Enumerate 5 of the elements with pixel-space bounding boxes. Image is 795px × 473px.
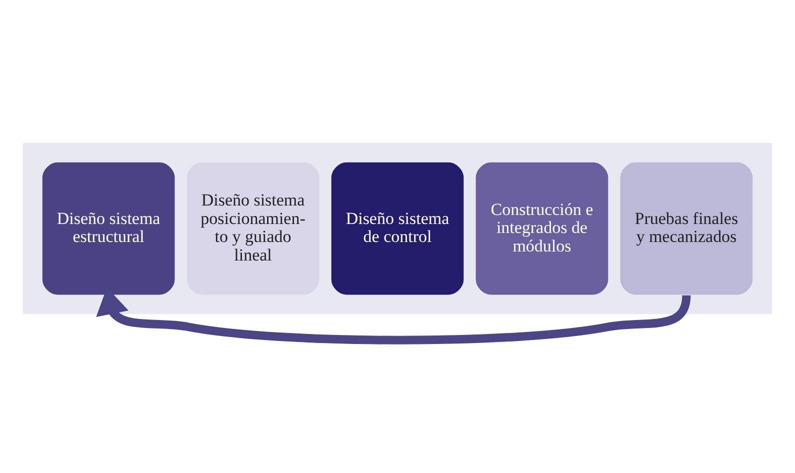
- node-box: Diseño sistema de control: [331, 162, 464, 294]
- node-box: Pruebas finales y mecanizados: [620, 162, 753, 294]
- node-box: Diseño sistema estructural: [42, 162, 175, 294]
- cluster: [22, 142, 772, 314]
- node-box: Construcción e integrados de módulos: [476, 162, 608, 294]
